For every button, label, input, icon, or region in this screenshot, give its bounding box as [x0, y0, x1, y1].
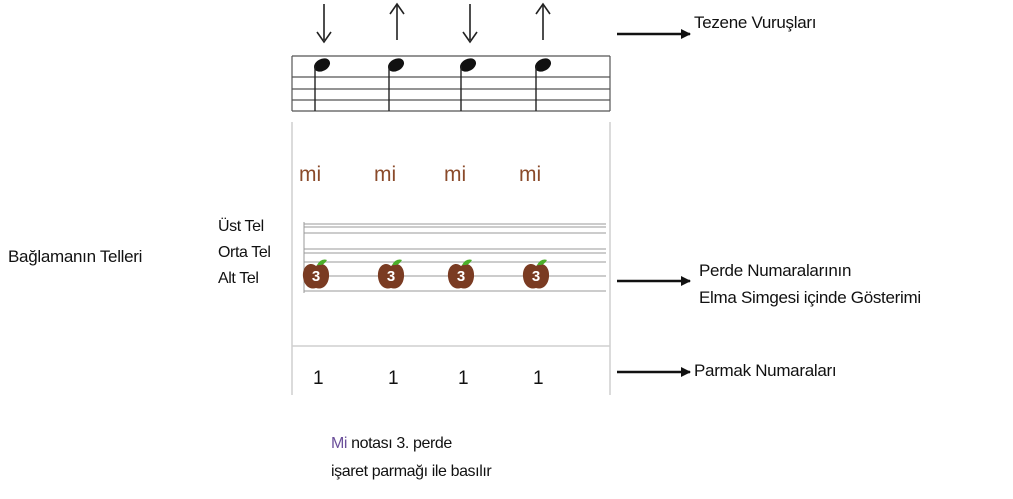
- stroke-arrow-down: [462, 4, 478, 44]
- caption-line1-rest: notası 3. perde: [347, 435, 452, 452]
- music-staff: [291, 55, 611, 112]
- stroke-arrows: [316, 2, 551, 44]
- stroke-arrow-up: [389, 2, 405, 40]
- finger-number: 1: [533, 368, 544, 389]
- note-head: [459, 58, 477, 111]
- lower-string-label: Alt Tel: [218, 270, 258, 287]
- apple-fret-icon: 3: [377, 259, 405, 289]
- finger-number: 1: [388, 368, 399, 389]
- strings-group-label: Bağlamanın Telleri: [8, 247, 142, 266]
- fret-number: 3: [532, 268, 540, 285]
- upper-string-label: Üst Tel: [218, 217, 264, 235]
- stroke-arrow-up: [535, 2, 551, 40]
- strokes-label: Tezene Vuruşları: [694, 13, 816, 32]
- middle-string-label: Orta Tel: [218, 244, 271, 261]
- finger-number: 1: [458, 368, 469, 389]
- finger-number-row: 1 1 1 1: [313, 368, 544, 389]
- note-head: [387, 58, 405, 111]
- syllable-label: mi: [444, 163, 466, 186]
- note-head: [313, 58, 331, 111]
- finger-numbers-label: Parmak Numaraları: [694, 361, 836, 380]
- caption-line1: Mi notası 3. perde: [331, 435, 452, 452]
- baglama-strings: [303, 222, 606, 293]
- fret-number: 3: [387, 268, 395, 285]
- tablature-frame: [291, 122, 611, 395]
- fret-label-line2: Elma Simgesi içinde Gösterimi: [699, 288, 921, 307]
- apple-fret-icon: 3: [302, 259, 330, 289]
- stroke-arrow-down: [316, 4, 332, 44]
- fret-number: 3: [312, 268, 320, 285]
- syllable-row: mi mi mi mi: [299, 163, 541, 186]
- fret-label-line1: Perde Numaralarının: [699, 261, 851, 280]
- note-heads: [313, 58, 552, 111]
- apple-fret-icon: 3: [522, 259, 550, 289]
- syllable-label: mi: [519, 163, 541, 186]
- finger-number: 1: [313, 368, 324, 389]
- fret-number: 3: [457, 268, 465, 285]
- caption-note-name: Mi: [331, 435, 347, 452]
- syllable-label: mi: [299, 163, 321, 186]
- caption-line2: işaret parmağı ile basılır: [331, 463, 492, 480]
- syllable-label: mi: [374, 163, 396, 186]
- note-head: [534, 58, 552, 111]
- fret-apples: 3 3 3 3: [302, 259, 550, 289]
- apple-fret-icon: 3: [447, 259, 475, 289]
